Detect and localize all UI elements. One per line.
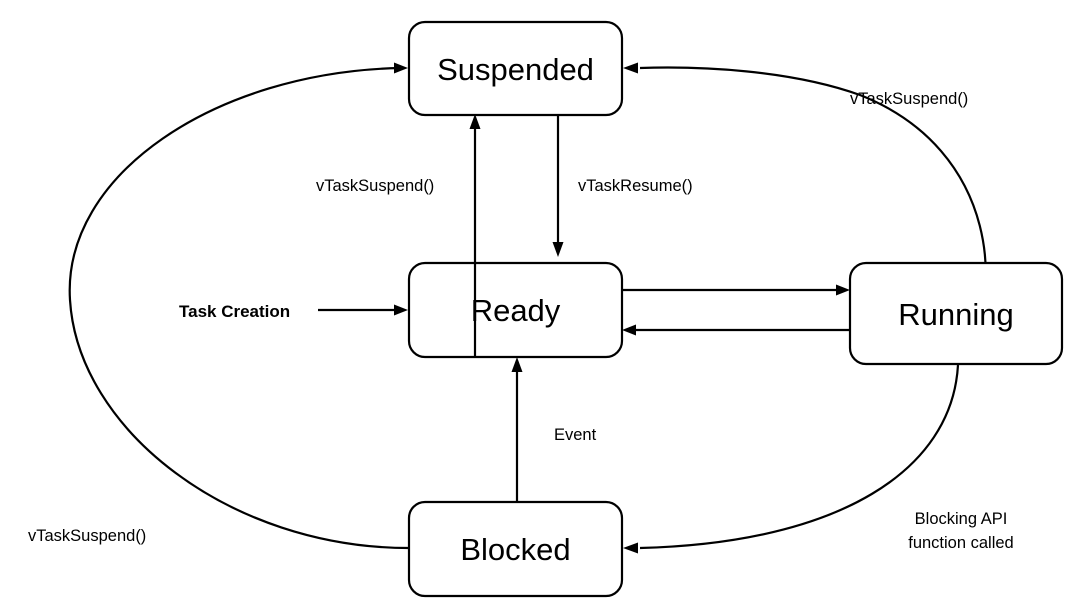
- node-ready-label: Ready: [471, 293, 561, 328]
- label-vtask-suspend-bottom-left: vTaskSuspend(): [28, 527, 146, 545]
- arrowhead-ready-to-suspended: [469, 114, 481, 129]
- arrowhead-blocked-to-suspended: [394, 62, 408, 74]
- arrowhead-running-to-ready: [622, 324, 636, 336]
- label-blocking-api-line1: Blocking API: [915, 510, 1008, 528]
- arrowhead-task-creation: [394, 304, 408, 316]
- node-blocked[interactable]: Blocked: [407, 500, 624, 598]
- arrowhead-running-to-suspended: [623, 62, 638, 74]
- arrowhead-ready-to-running: [836, 284, 850, 296]
- label-blocking-api-line2: function called: [908, 534, 1014, 552]
- node-blocked-box: [407, 500, 624, 598]
- edge-blocked-to-suspended-curve: [68, 66, 410, 550]
- label-vtask-suspend-top-right: vTaskSuspend(): [850, 90, 968, 108]
- node-running[interactable]: Running: [848, 261, 1064, 366]
- arrowhead-suspended-to-ready: [552, 242, 564, 257]
- node-suspended-box: [407, 20, 624, 117]
- arrowhead-running-to-blocked: [623, 542, 638, 554]
- node-running-label: Running: [898, 297, 1013, 332]
- label-vtask-resume: vTaskResume(): [578, 177, 693, 195]
- label-vtask-suspend-left: vTaskSuspend(): [316, 177, 434, 195]
- node-suspended[interactable]: Suspended: [407, 20, 624, 117]
- node-ready-box: [407, 261, 624, 359]
- node-blocked-label: Blocked: [460, 532, 570, 567]
- label-task-creation: Task Creation: [179, 302, 290, 321]
- node-running-box: [848, 261, 1064, 366]
- edge-running-to-blocked-curve: [639, 364, 960, 550]
- node-suspended-label: Suspended: [437, 52, 594, 87]
- node-ready[interactable]: Ready: [407, 261, 624, 359]
- label-event: Event: [554, 426, 597, 444]
- arrowhead-blocked-to-ready: [511, 357, 523, 372]
